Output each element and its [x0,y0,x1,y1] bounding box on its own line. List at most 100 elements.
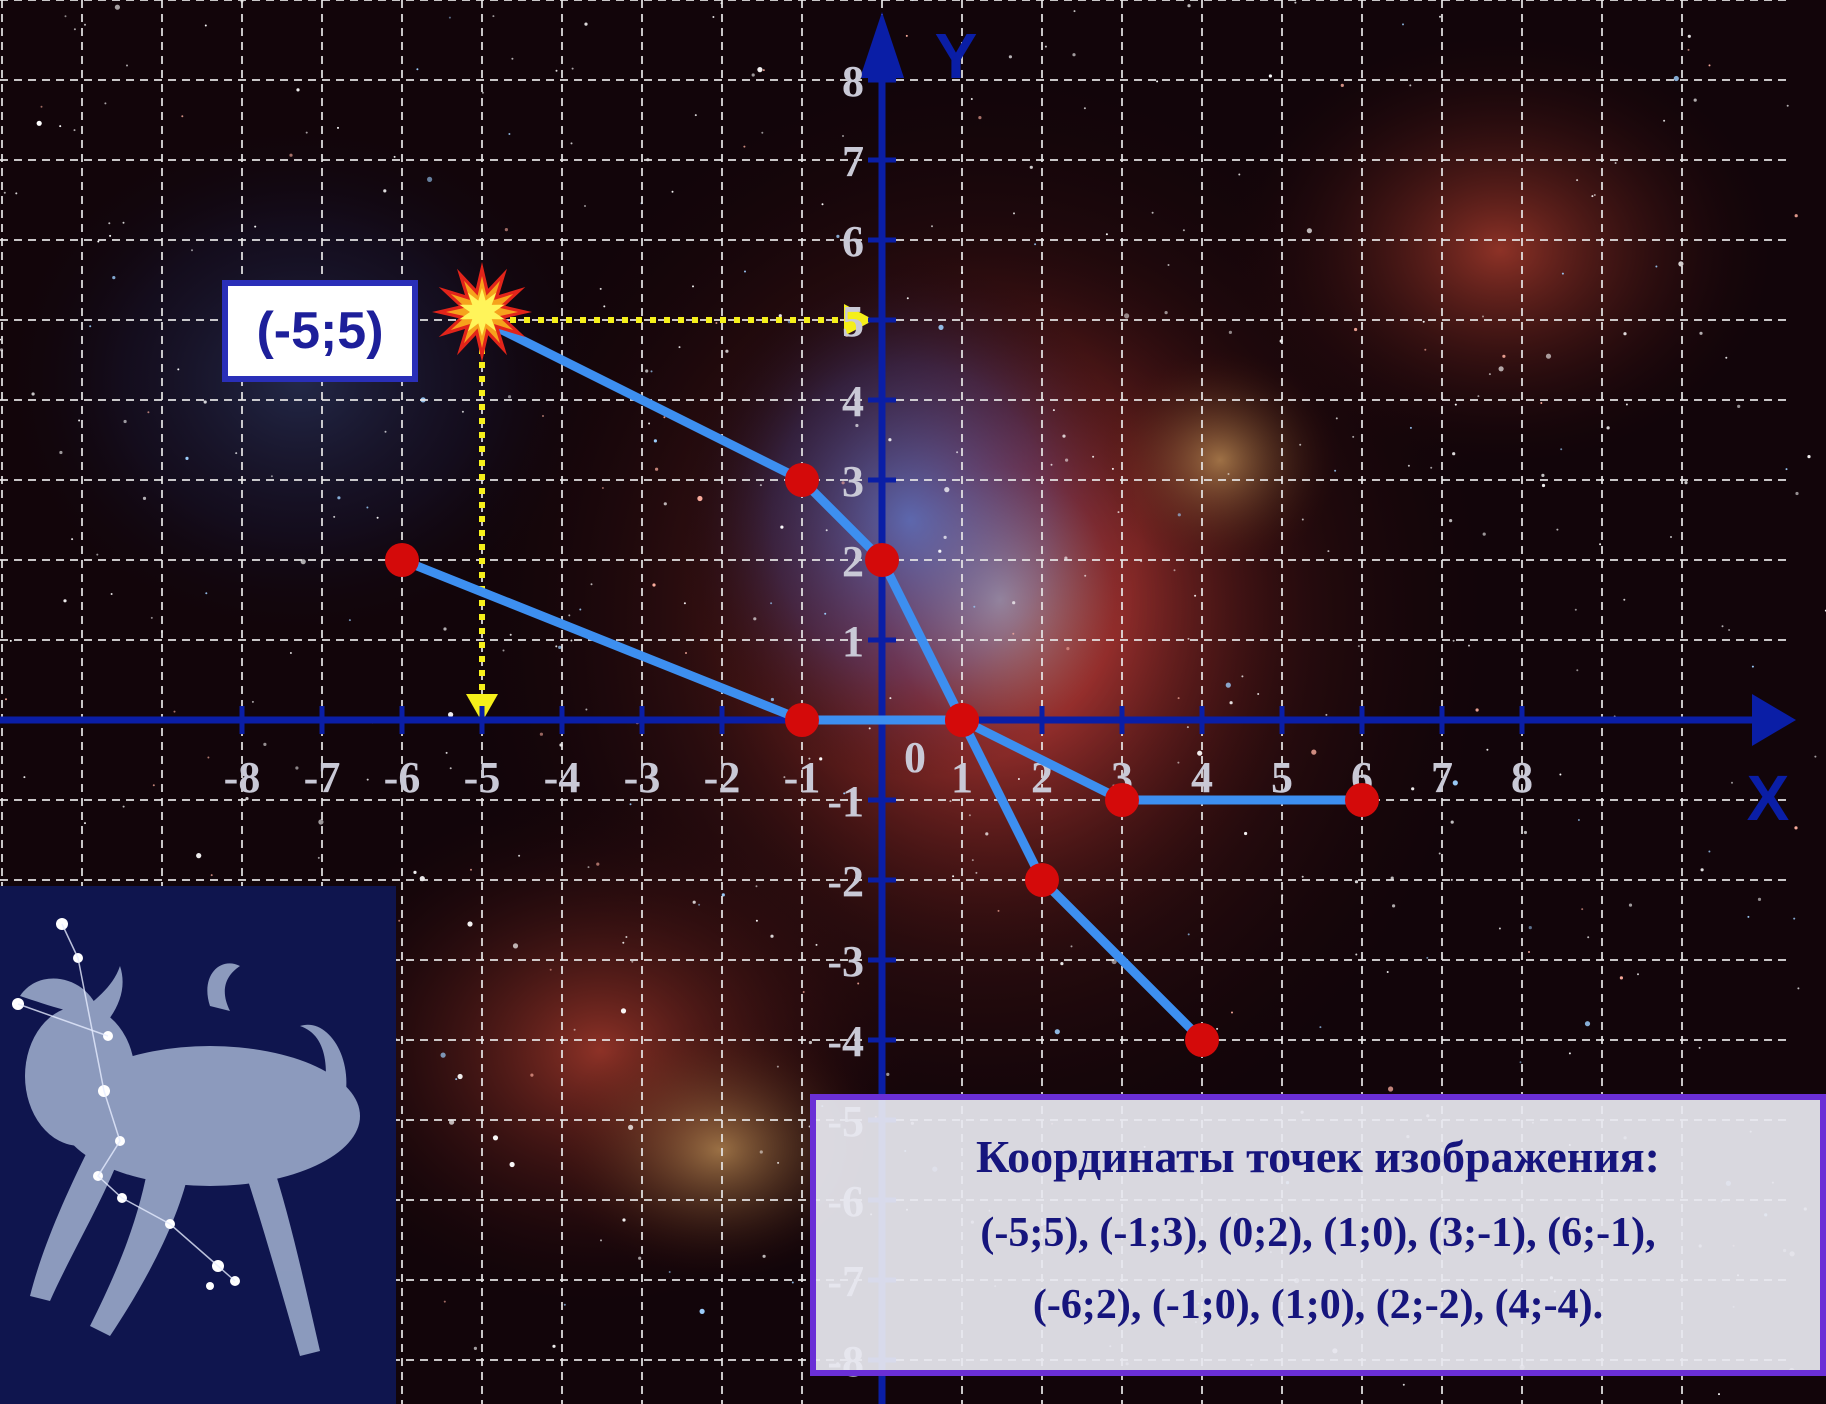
constellation-illustration [0,886,396,1404]
star [542,415,544,417]
star [563,1303,566,1306]
star [1498,366,1504,372]
star [678,346,681,349]
star [15,192,18,195]
star [821,203,824,206]
star [1281,894,1284,897]
star [1430,466,1433,469]
star [1699,331,1703,335]
y-tick-label: 8 [842,57,864,106]
star [1725,356,1728,359]
star [1187,933,1190,936]
x-axis-name: X [1747,762,1790,834]
star [628,1124,634,1130]
star [185,456,189,460]
star [1227,473,1230,475]
star [698,903,701,906]
star [1229,701,1233,705]
star [1708,850,1711,853]
star [1073,10,1076,13]
star [668,1271,671,1273]
star [1084,574,1087,577]
star [448,16,451,19]
star [0,338,1,341]
star [783,776,786,779]
star [449,767,452,770]
star [1486,748,1489,751]
coordinates-box: Координаты точек изображения: (-5;5), (-… [810,1094,1826,1376]
star [622,941,625,944]
y-tick-label: -1 [827,777,864,826]
x-tick-label: -6 [384,753,421,802]
star [509,1161,515,1168]
star [1721,625,1724,628]
star [956,451,959,454]
star [191,249,193,252]
star [721,893,725,897]
star [1438,852,1441,855]
star [448,712,454,718]
star [333,515,336,518]
star [1599,543,1602,546]
space-nebula-background [0,30,1780,1310]
star [84,822,86,825]
x-tick-label: -3 [624,753,661,802]
star [1528,926,1532,930]
star [1795,491,1799,496]
star [1452,639,1455,642]
star [89,325,92,328]
star [78,419,81,422]
star [638,1256,642,1260]
x-tick-label: 7 [1431,753,1453,802]
star [443,627,447,631]
series-2-point-5 [1185,1023,1219,1057]
star [629,803,632,806]
star [1225,682,1231,688]
star [815,943,818,946]
star [1482,315,1484,318]
star [1029,165,1033,169]
star [1468,644,1470,647]
star [1072,53,1076,57]
x-tick-label: 1 [951,753,973,802]
star [780,525,784,529]
star [555,645,558,648]
star [1450,820,1454,824]
star [1426,956,1429,959]
y-tick-label: -3 [827,937,864,986]
star [1124,313,1130,319]
star [317,856,320,859]
star [777,1161,780,1164]
star [427,176,433,182]
star [571,67,574,70]
star [492,15,495,18]
star [63,599,67,603]
star [761,131,764,134]
y-tick-label: 3 [842,457,864,506]
star [584,22,588,26]
star [1561,272,1564,275]
star [1062,434,1066,438]
star [1386,971,1389,973]
star [755,885,758,888]
star [467,921,473,927]
star [126,64,128,67]
x-tick-label: -7 [304,753,341,802]
star [842,135,844,137]
star [601,487,604,489]
x-tick-label: 4 [1191,753,1213,802]
series-1-point-5 [1105,783,1139,817]
star [1581,908,1584,911]
star [1299,443,1302,446]
y-tick-label: 7 [842,137,864,186]
star [142,496,147,500]
star [1334,469,1337,472]
x-tick-label: -1 [784,753,821,802]
star [1167,264,1170,266]
star [1409,426,1412,429]
star [1793,917,1796,920]
star [653,439,658,443]
star [762,69,765,72]
star [1354,327,1358,332]
